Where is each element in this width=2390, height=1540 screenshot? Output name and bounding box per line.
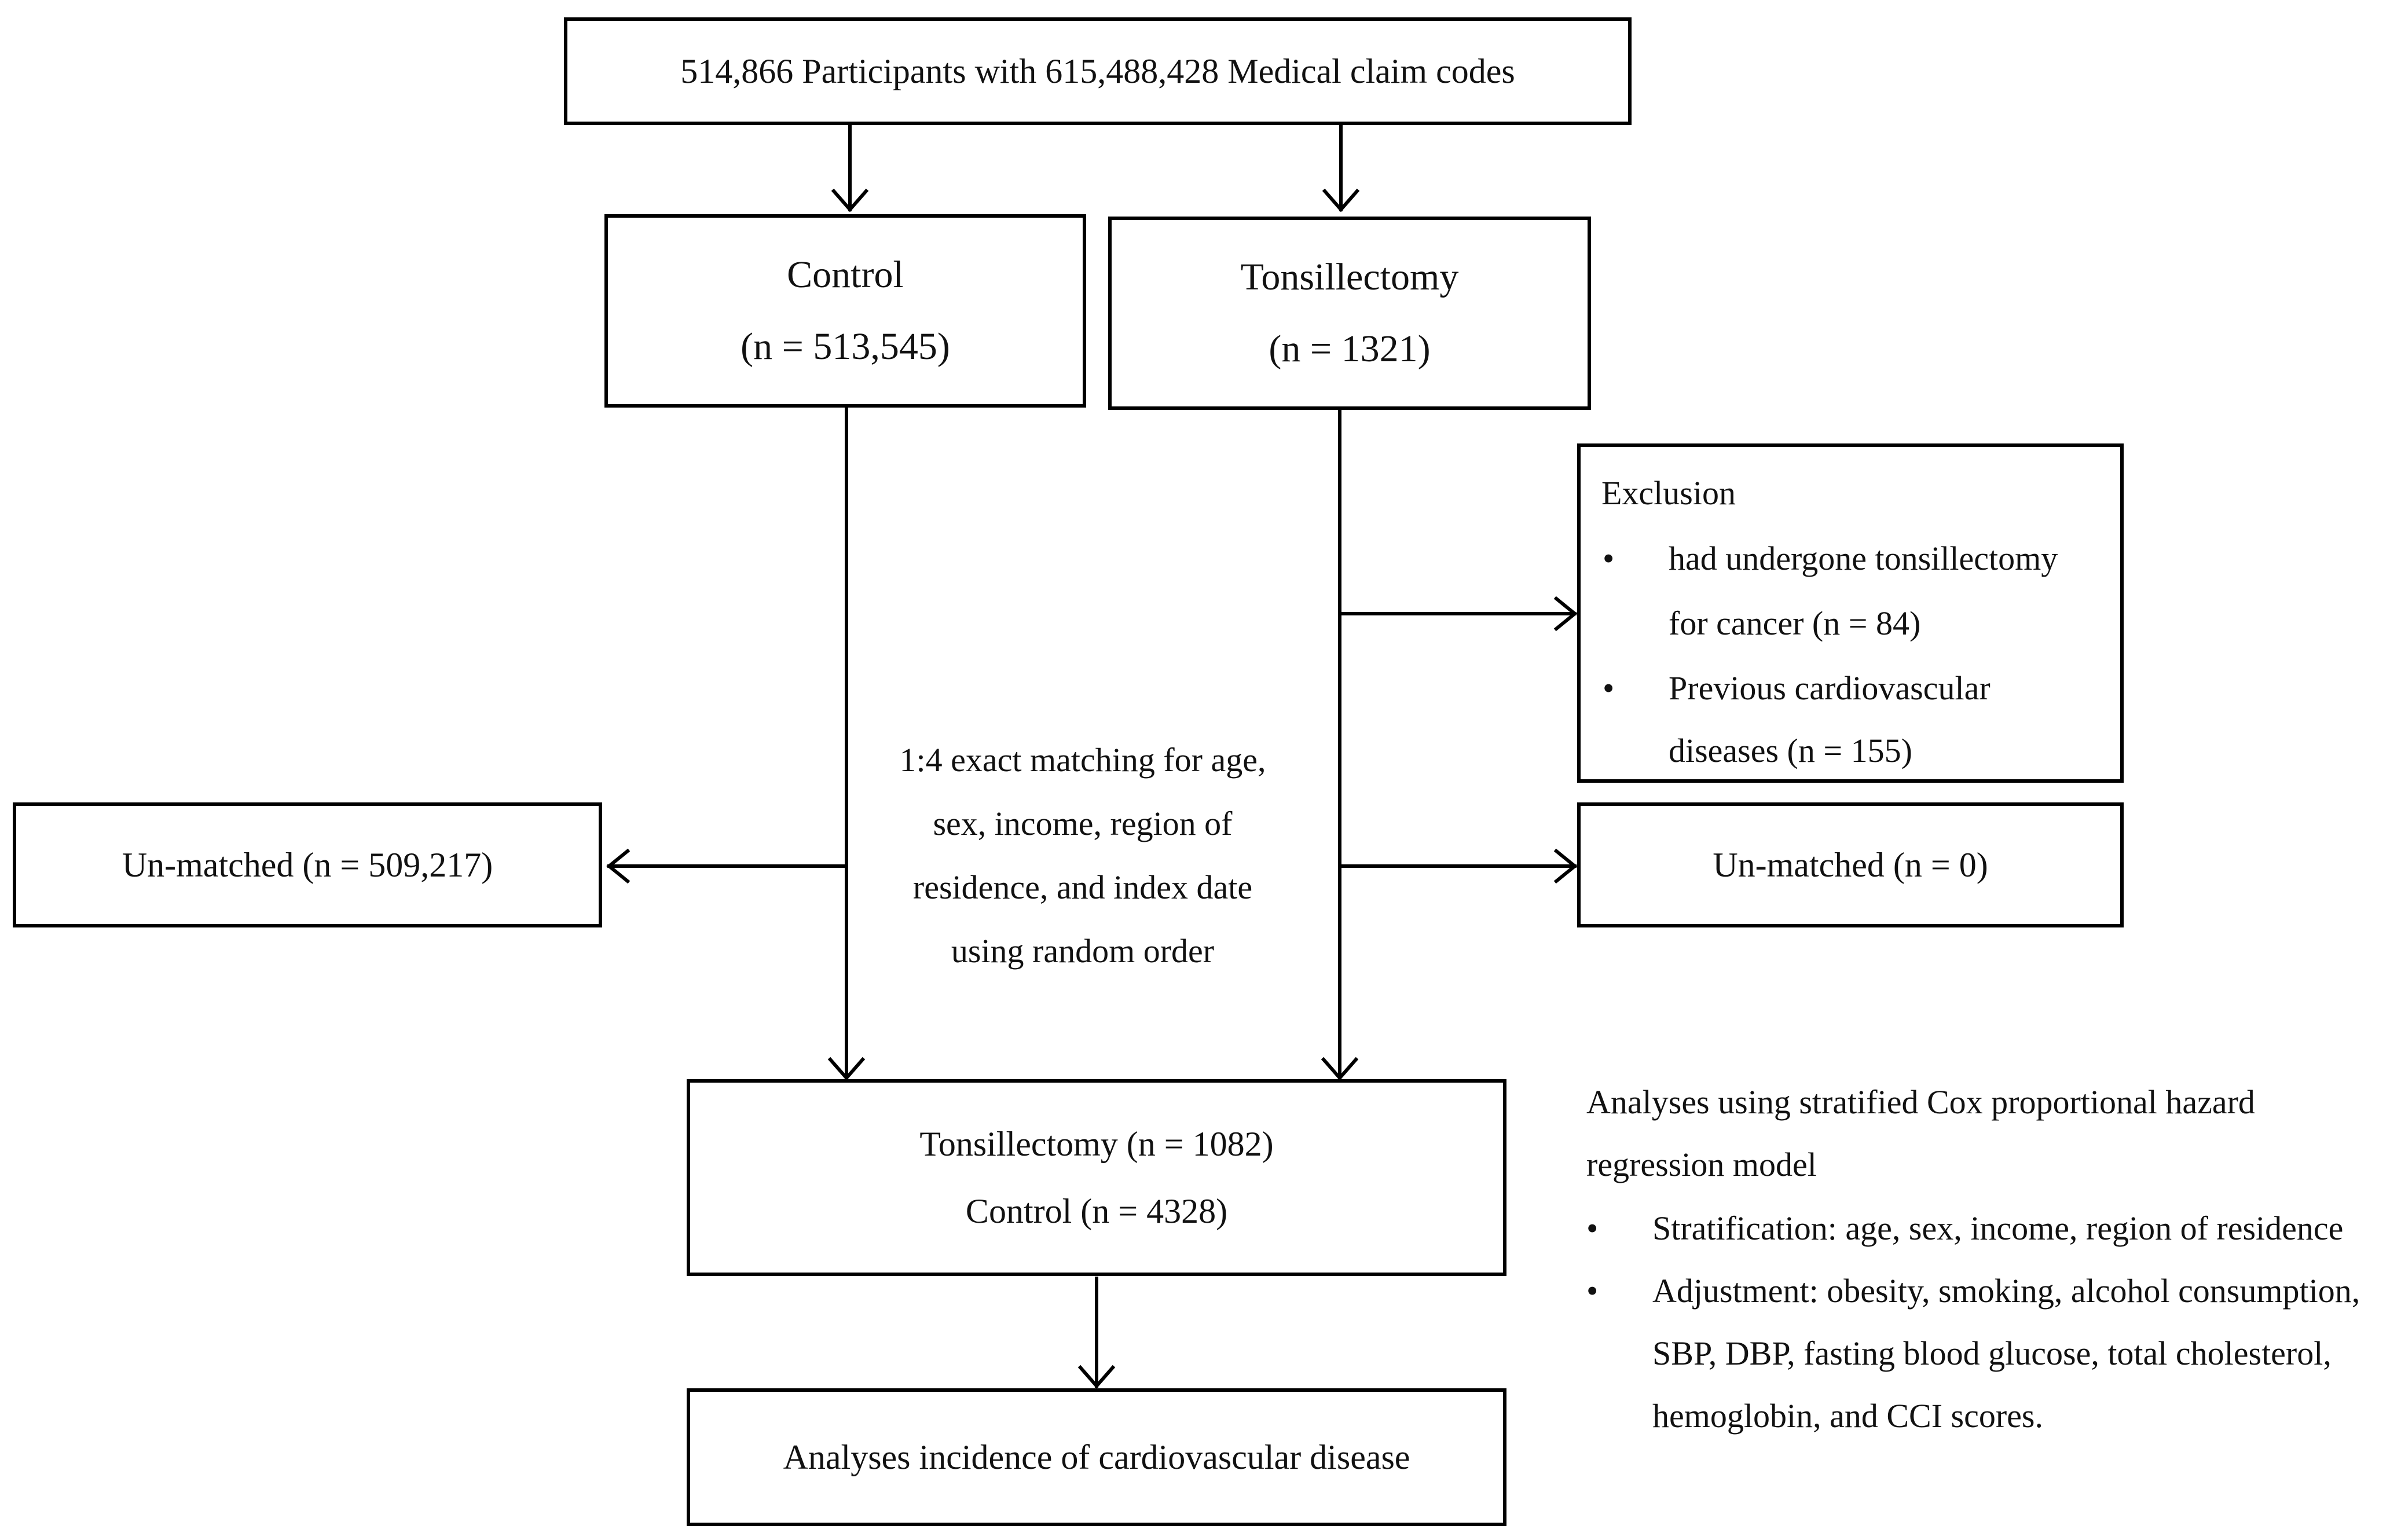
arrowhead-unmatched-left (606, 848, 631, 884)
matching-note-line-1: 1:4 exact matching for age, (899, 741, 1266, 779)
analysis-adjustment-2: SBP, DBP, fasting blood glucose, total c… (1652, 1334, 2332, 1372)
analysis-bullet-1: • (1586, 1209, 1599, 1247)
arrowhead-control-matched (827, 1057, 866, 1081)
control-count: (n = 513,545) (741, 325, 950, 368)
unmatched-right-text: Un-matched (n = 0) (1713, 846, 1988, 884)
exclusion-bullet-2: • (1603, 669, 1615, 707)
arrowhead-unmatched-right (1553, 848, 1578, 884)
exclusion-title: Exclusion (1601, 474, 1736, 512)
tonsillectomy-count: (n = 1321) (1269, 328, 1431, 370)
outcome-text: Analyses incidence of cardiovascular dis… (783, 1438, 1410, 1476)
control-box: Control (n = 513,545) (604, 214, 1086, 408)
arrowhead-control (831, 188, 869, 212)
participants-box: 514,866 Participants with 615,488,428 Me… (564, 17, 1632, 125)
exclusion-item-1-line-2: for cancer (n = 84) (1669, 604, 1921, 642)
matching-note-line-3: residence, and index date (912, 868, 1253, 906)
matched-tonsillectomy: Tonsillectomy (n = 1082) (919, 1125, 1274, 1163)
analysis-line-2: regression model (1586, 1146, 1817, 1183)
exclusion-bullet-1: • (1603, 540, 1615, 577)
unmatched-left-text: Un-matched (n = 509,217) (122, 846, 493, 884)
arrowhead-outcome (1077, 1365, 1116, 1389)
exclusion-item-2-line-2: diseases (n = 155) (1669, 732, 1912, 769)
participants-text: 514,866 Participants with 615,488,428 Me… (680, 52, 1515, 90)
arrowhead-exclusion (1553, 596, 1578, 632)
outcome-box: Analyses incidence of cardiovascular dis… (687, 1388, 1506, 1526)
analysis-adjustment-3: hemoglobin, and CCI scores. (1652, 1397, 2043, 1435)
arrowhead-tonsillectomy-matched (1321, 1057, 1359, 1081)
unmatched-left-box: Un-matched (n = 509,217) (13, 802, 602, 927)
control-label: Control (787, 254, 904, 296)
exclusion-box: Exclusion • had undergone tonsillectomy … (1577, 443, 2124, 783)
unmatched-right-box: Un-matched (n = 0) (1577, 802, 2124, 927)
analysis-line-1: Analyses using stratified Cox proportion… (1586, 1083, 2255, 1121)
matched-control: Control (n = 4328) (965, 1192, 1228, 1230)
matching-note-line-2: sex, income, region of (933, 805, 1233, 842)
analysis-bullet-2: • (1586, 1272, 1599, 1310)
analysis-stratification: Stratification: age, sex, income, region… (1652, 1209, 2344, 1247)
tonsillectomy-label: Tonsillectomy (1240, 256, 1459, 298)
matched-cohort-box: Tonsillectomy (n = 1082) Control (n = 43… (687, 1079, 1506, 1276)
tonsillectomy-box: Tonsillectomy (n = 1321) (1108, 217, 1591, 410)
arrowhead-tonsillectomy (1322, 188, 1360, 212)
matching-note-line-4: using random order (951, 932, 1215, 970)
exclusion-item-1-line-1: had undergone tonsillectomy (1669, 540, 2058, 577)
exclusion-item-2-line-1: Previous cardiovascular (1669, 669, 1991, 707)
matching-note: 1:4 exact matching for age, sex, income,… (868, 728, 1297, 983)
analysis-adjustment-1: Adjustment: obesity, smoking, alcohol co… (1652, 1272, 2360, 1310)
